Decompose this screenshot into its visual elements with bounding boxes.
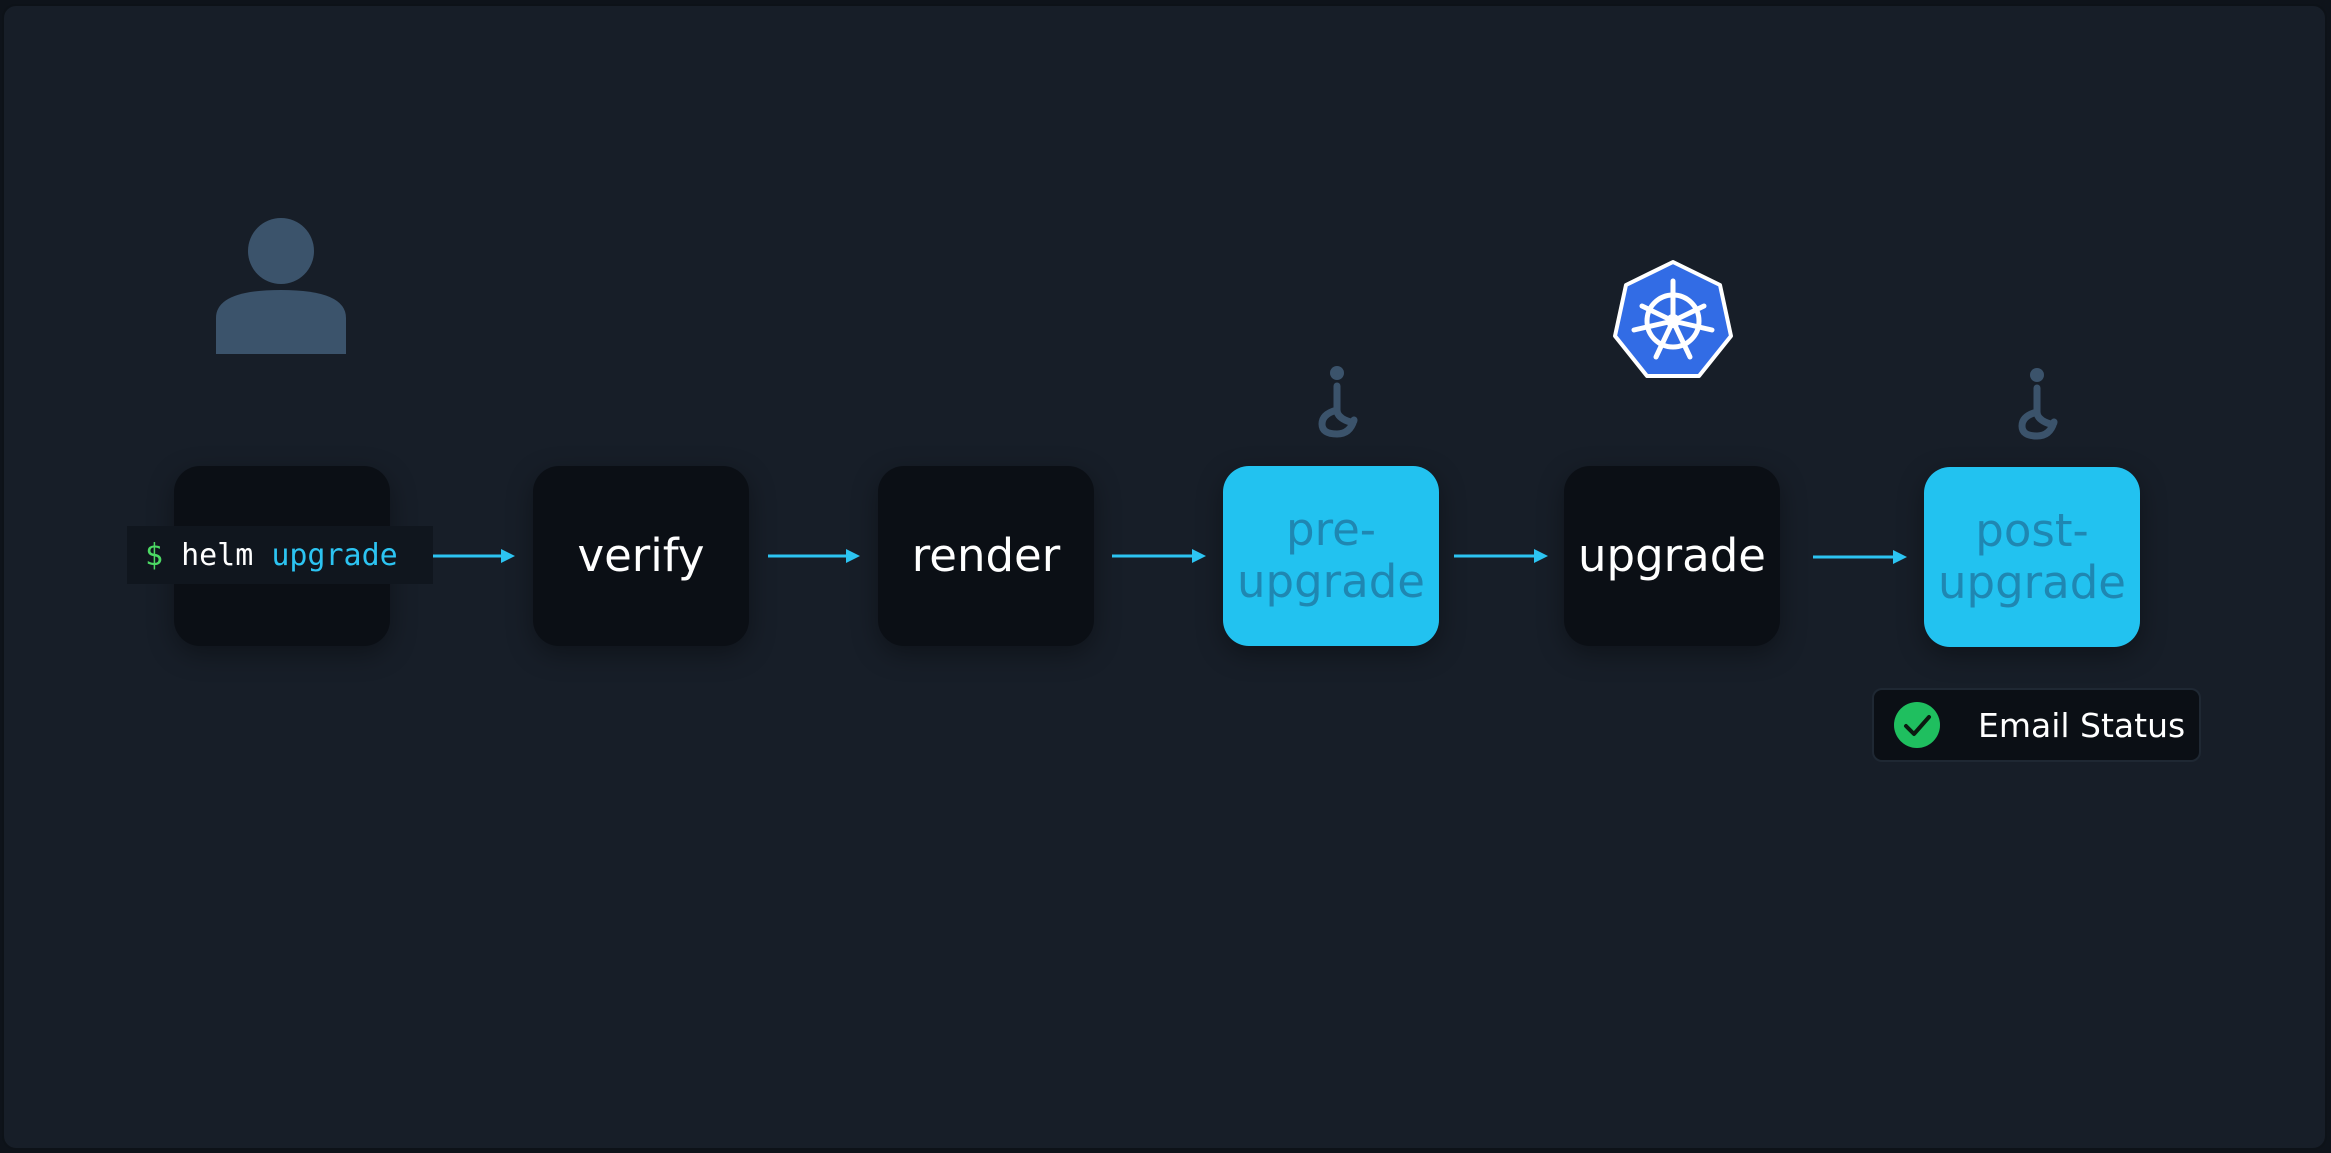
kubernetes-icon (1613, 260, 1733, 378)
command-prompt: $ (145, 537, 164, 573)
command-argument: upgrade (271, 537, 398, 573)
arrow-render-to-pre-upgrade (1112, 549, 1206, 563)
command-program: helm (181, 537, 254, 573)
helm-upgrade-command: $ helm upgrade (127, 526, 433, 584)
step-post-upgrade: post-upgrade (1924, 467, 2140, 647)
step-render-label: render (911, 529, 1061, 582)
step-upgrade: upgrade (1564, 466, 1780, 646)
step-render: render (878, 466, 1094, 646)
step-pre-upgrade: pre-upgrade (1223, 466, 1439, 646)
arrow-upgrade-to-post-upgrade (1813, 550, 1907, 564)
email-status-label: Email Status (1978, 705, 2186, 745)
hook-icon (2018, 368, 2058, 440)
step-verify-label: verify (577, 529, 705, 582)
user-icon (216, 218, 346, 354)
step-pre-upgrade-label: pre-upgrade (1237, 503, 1425, 608)
step-verify: verify (533, 466, 749, 646)
arrow-pre-upgrade-to-upgrade (1454, 549, 1548, 563)
arrow-verify-to-render (768, 549, 860, 563)
arrow-command-to-verify (433, 549, 515, 563)
step-post-upgrade-label: post-upgrade (1938, 504, 2126, 609)
email-status-badge: Email Status (1872, 688, 2201, 762)
check-circle-icon (1894, 702, 1940, 748)
step-upgrade-label: upgrade (1578, 529, 1766, 582)
hook-icon (1318, 366, 1358, 438)
